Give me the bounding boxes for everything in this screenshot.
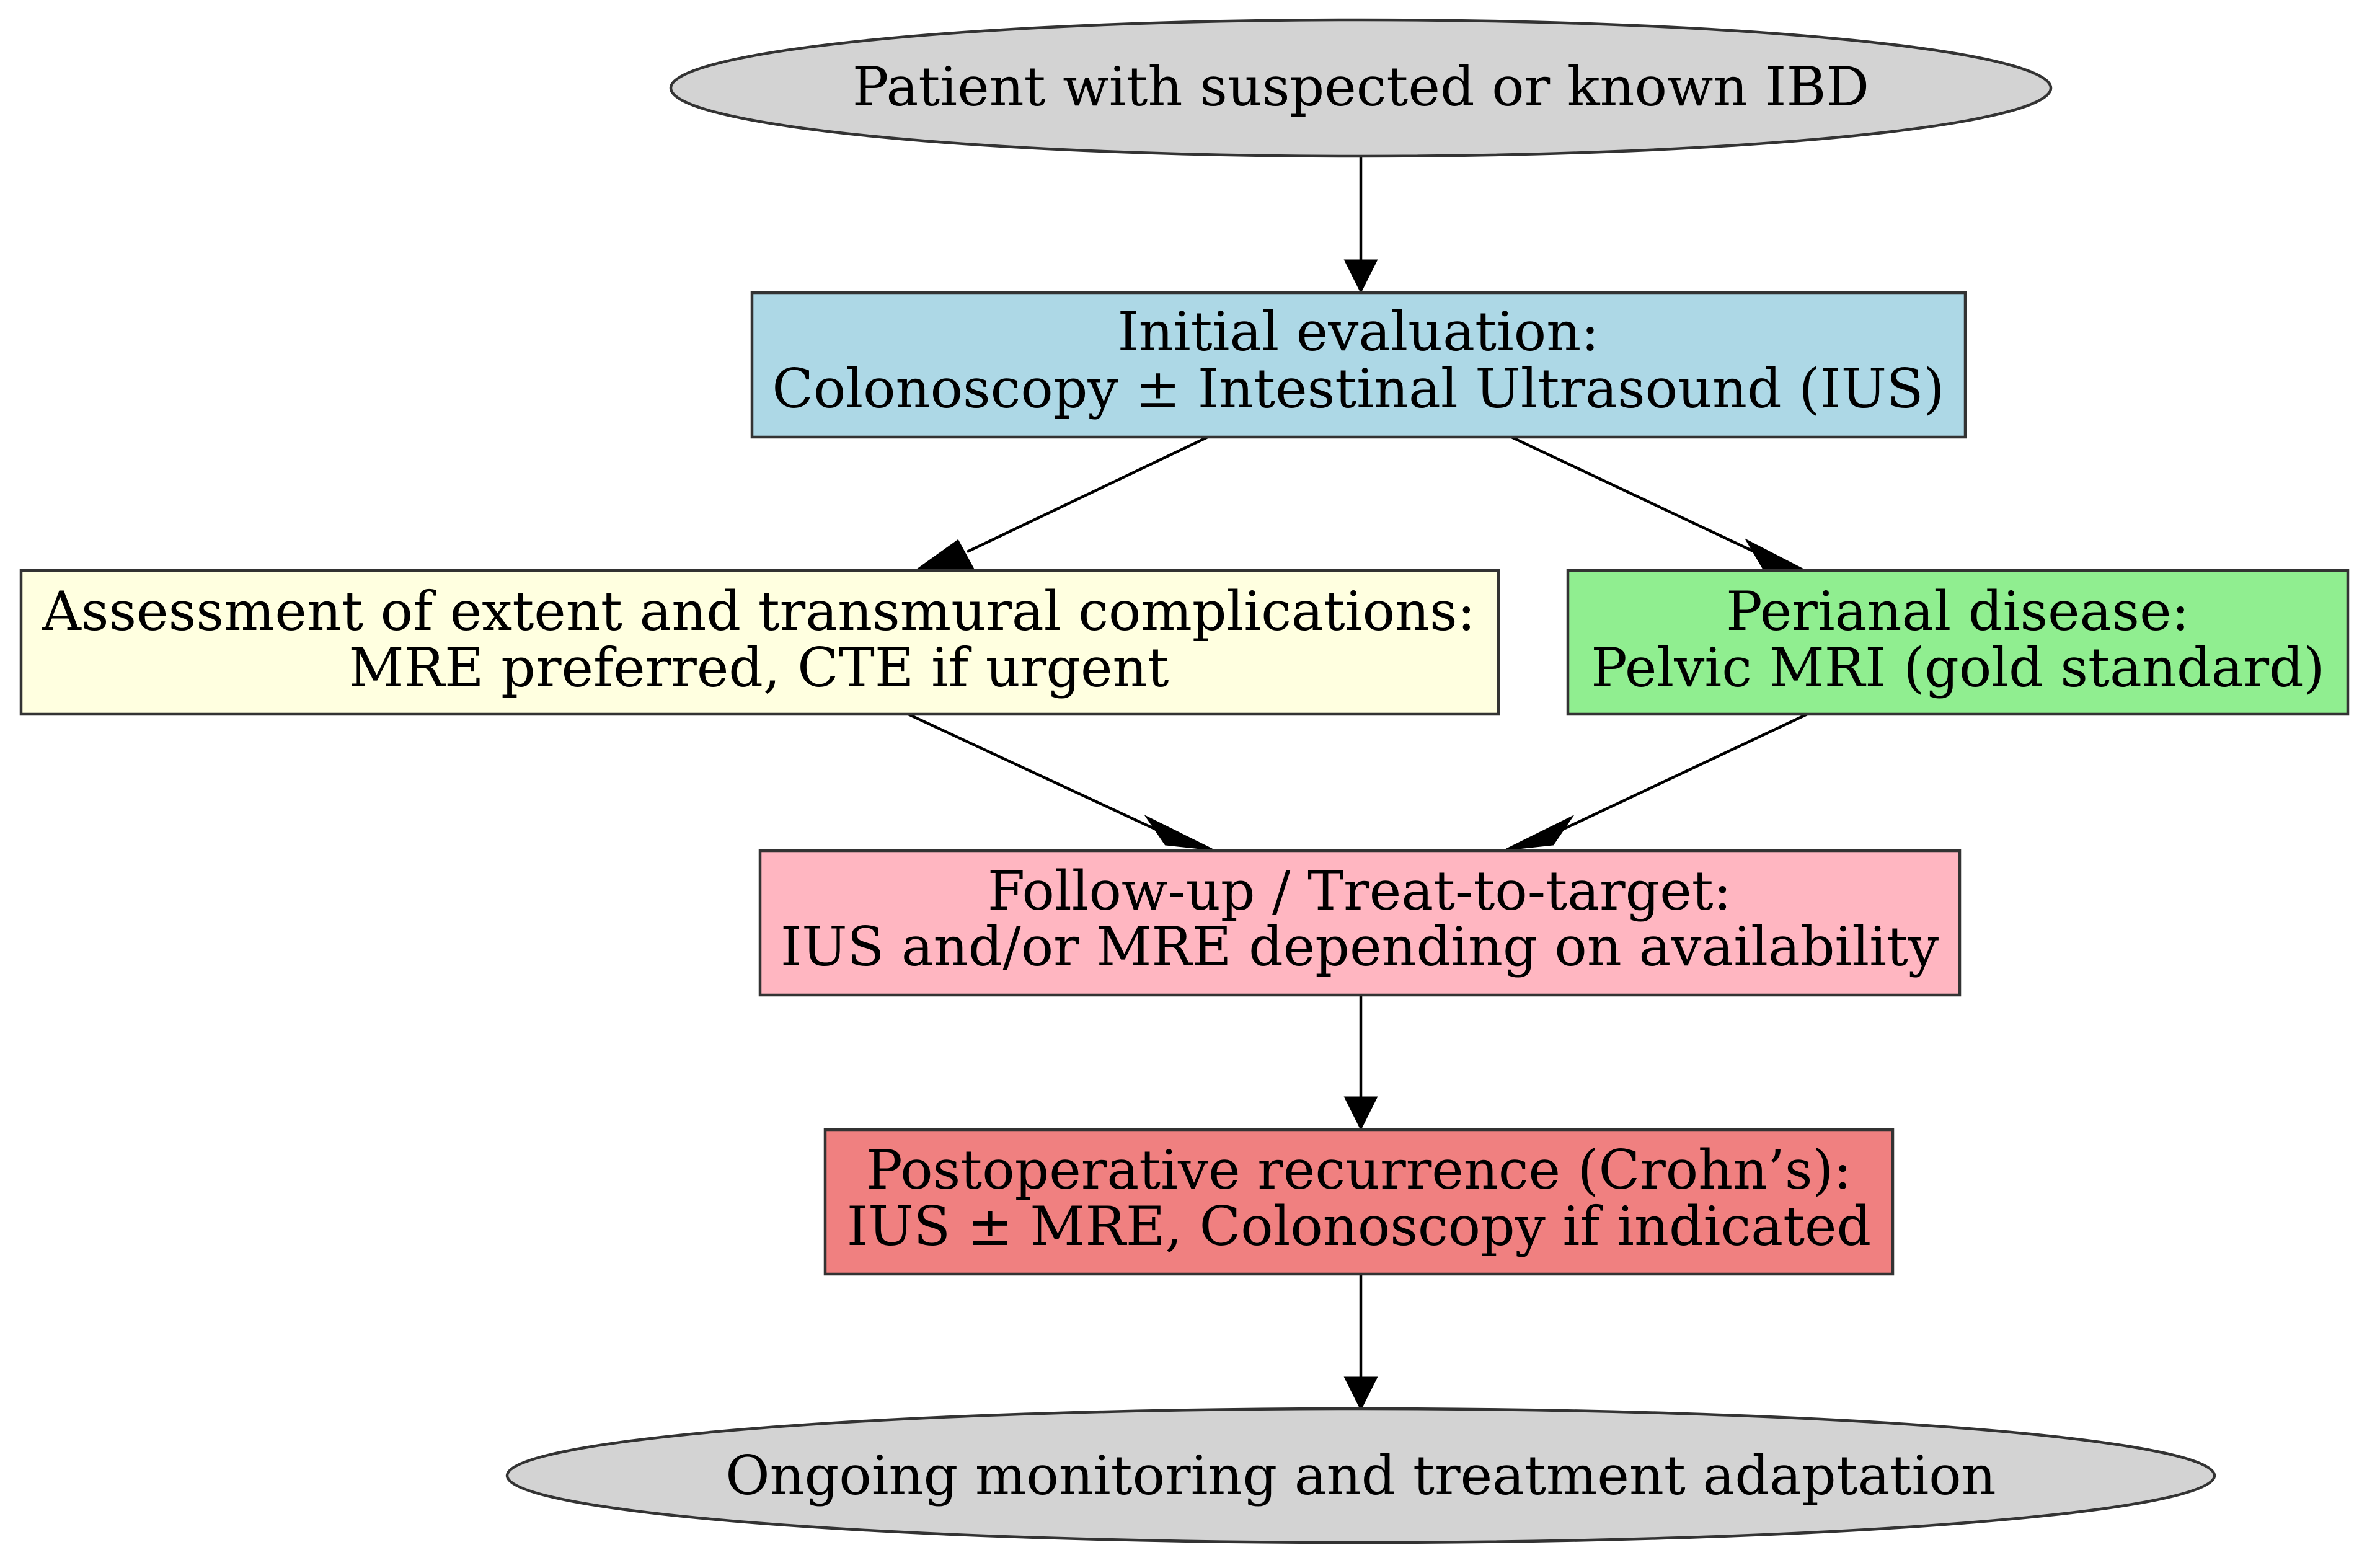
edge-perianal-to-followup xyxy=(1562,712,1808,831)
edge-initial-to-assessment xyxy=(967,435,1208,554)
initial-label-line1: Initial evaluation: xyxy=(1117,300,1599,363)
arrowhead-postop xyxy=(1343,1096,1378,1131)
arrowhead-end xyxy=(1343,1376,1378,1411)
node-end: Ongoing monitoring and treatment adaptat… xyxy=(505,1407,2216,1544)
arrowhead-perianal xyxy=(1745,538,1808,573)
node-perianal: Perianal disease: Pelvic MRI (gold stand… xyxy=(1566,569,2350,716)
end-label: Ongoing monitoring and treatment adaptat… xyxy=(725,1444,1996,1507)
postop-box xyxy=(823,1128,1895,1276)
arrowhead-initial xyxy=(1343,259,1378,294)
edge-initial-to-perianal xyxy=(1511,435,1755,554)
assessment-label-line2: MRE preferred, CTE if urgent xyxy=(348,636,1169,699)
followup-box xyxy=(758,849,1962,997)
end-ellipse xyxy=(505,1407,2216,1544)
followup-label-line1: Follow-up / Treat-to-target: xyxy=(988,859,1732,923)
node-postoperative: Postoperative recurrence (Crohn’s): IUS … xyxy=(823,1128,1895,1276)
initial-label-line2: Colonoscopy ± Intestinal Ultrasound (IUS… xyxy=(772,357,1944,420)
arrowhead-assessment xyxy=(911,539,975,573)
perianal-label-line2: Pelvic MRI (gold standard) xyxy=(1591,636,2324,699)
followup-label-line2: IUS and/or MRE depending on availability xyxy=(781,915,1939,978)
edge-assessment-to-followup xyxy=(908,712,1157,831)
edges xyxy=(908,156,1808,1411)
arrowhead-followup-right xyxy=(1506,815,1575,851)
perianal-label-line1: Perianal disease: xyxy=(1726,580,2190,643)
postop-label-line2: IUS ± MRE, Colonoscopy if indicated xyxy=(847,1195,1872,1258)
start-label: Patient with suspected or known IBD xyxy=(852,55,1869,118)
assessment-box xyxy=(19,569,1500,716)
node-followup: Follow-up / Treat-to-target: IUS and/or … xyxy=(758,849,1962,997)
arrowhead-followup-left xyxy=(1144,815,1213,851)
start-ellipse xyxy=(669,18,2053,158)
assessment-label-line1: Assessment of extent and transmural comp… xyxy=(42,580,1476,643)
node-initial-evaluation: Initial evaluation: Colonoscopy ± Intest… xyxy=(750,291,1967,439)
postop-label-line1: Postoperative recurrence (Crohn’s): xyxy=(866,1138,1852,1202)
node-start: Patient with suspected or known IBD xyxy=(669,18,2053,158)
initial-box xyxy=(750,291,1967,439)
perianal-box xyxy=(1566,569,2350,716)
node-assessment: Assessment of extent and transmural comp… xyxy=(19,569,1500,716)
